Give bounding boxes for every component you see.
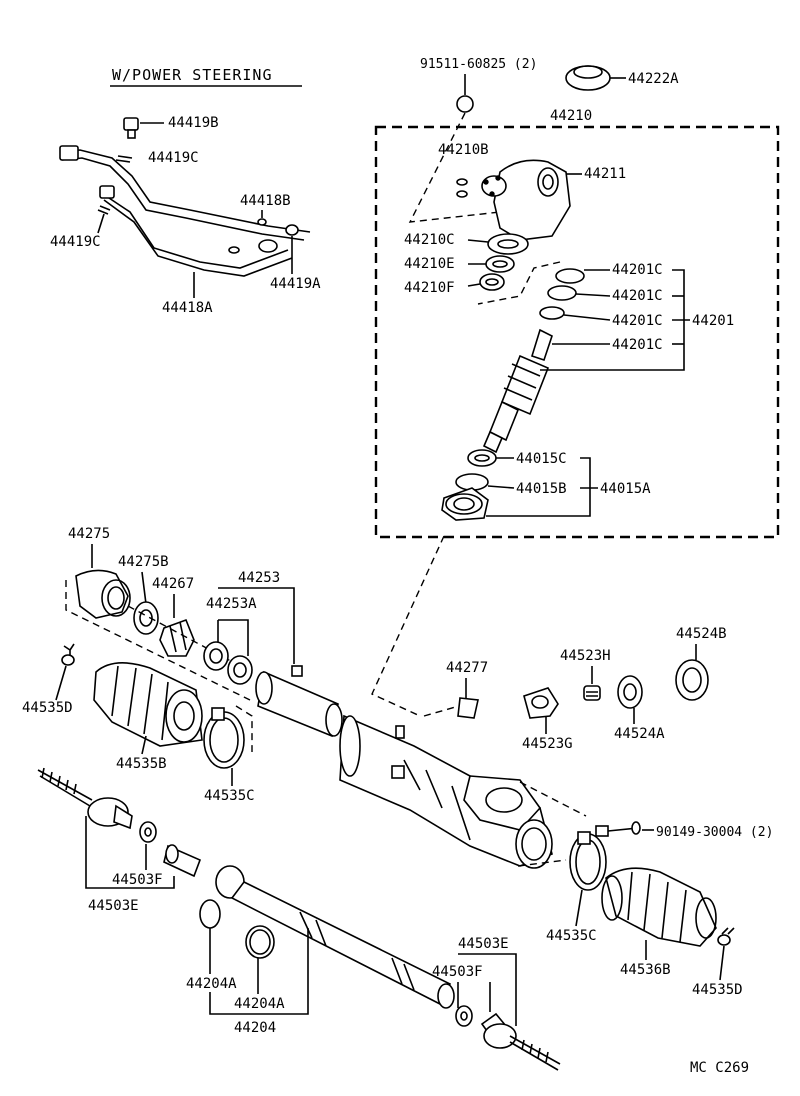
bearing-44210e bbox=[485, 255, 515, 273]
o-ring-44204a-2 bbox=[245, 925, 275, 959]
valve-housing-44211 bbox=[481, 159, 571, 241]
bushing-44275b bbox=[133, 601, 159, 635]
label-44201c-3: 44201C bbox=[612, 313, 663, 329]
seal-44210f bbox=[479, 273, 505, 291]
label-44419a: 44419A bbox=[270, 276, 321, 292]
label-44015a: 44015A bbox=[600, 481, 651, 497]
bolt-44210b bbox=[456, 178, 468, 198]
clip-44535d-right bbox=[717, 927, 735, 946]
steering-gear-housing bbox=[339, 714, 553, 869]
label-44222a: 44222A bbox=[628, 71, 679, 87]
label-44275: 44275 bbox=[68, 526, 110, 542]
label-44210: 44210 bbox=[550, 108, 592, 124]
label-44535d-left: 44535D bbox=[22, 700, 73, 716]
label-44524a: 44524A bbox=[614, 726, 665, 742]
rack-housing-tube-44253 bbox=[255, 665, 343, 738]
label-44523h: 44523H bbox=[560, 648, 611, 664]
label-44210e: 44210E bbox=[404, 256, 455, 272]
label-44204: 44204 bbox=[234, 1020, 276, 1036]
pressure-pipe-assembly bbox=[59, 145, 311, 277]
bolt-90149-30004 bbox=[595, 821, 641, 837]
bush-44267 bbox=[159, 618, 195, 657]
tie-rod-end-44503e-left bbox=[37, 767, 133, 830]
clamp-44535c-right bbox=[569, 831, 607, 891]
label-44015b: 44015B bbox=[516, 481, 567, 497]
gasket-44419c-top bbox=[115, 155, 133, 163]
label-44535d-right: 44535D bbox=[692, 982, 743, 998]
label-44253a: 44253A bbox=[206, 596, 257, 612]
housing-44015a bbox=[441, 487, 489, 521]
union-bolt-44419a bbox=[285, 224, 299, 236]
bearing-44015c bbox=[467, 449, 497, 467]
o-ring-44204a-1 bbox=[199, 899, 221, 929]
oil-seal-44210c bbox=[487, 233, 529, 255]
label-44277: 44277 bbox=[446, 660, 488, 676]
label-44210f: 44210F bbox=[404, 280, 455, 296]
label-44201c-2: 44201C bbox=[612, 288, 663, 304]
spring-cap-44524a bbox=[617, 675, 643, 709]
label-44201c-4: 44201C bbox=[612, 337, 663, 353]
label-44267: 44267 bbox=[152, 576, 194, 592]
label-44210c: 44210C bbox=[404, 232, 455, 248]
label-44211: 44211 bbox=[584, 166, 626, 182]
label-44535b: 44535B bbox=[116, 756, 167, 772]
lock-nut-44503f-left bbox=[139, 821, 157, 843]
spring-44523h bbox=[583, 685, 601, 701]
bolt-marker bbox=[456, 95, 474, 113]
dust-cover-44222a bbox=[565, 65, 611, 91]
label-44204a-2: 44204A bbox=[234, 996, 285, 1012]
union-bolt-44419b bbox=[123, 117, 139, 139]
label-44503e-left: 44503E bbox=[88, 898, 139, 914]
diagram-title: W/POWER STEERING bbox=[112, 66, 273, 84]
bracket-44275 bbox=[75, 569, 131, 619]
lock-nut-44503f-right bbox=[455, 1005, 473, 1027]
label-44210b: 44210B bbox=[438, 142, 489, 158]
label-44418a: 44418A bbox=[162, 300, 213, 316]
label-44535c-right: 44535C bbox=[546, 928, 597, 944]
label-44201: 44201 bbox=[692, 313, 734, 329]
guide-44277 bbox=[457, 697, 479, 719]
lock-nut-44524b bbox=[675, 659, 709, 701]
label-91511-60825: 91511-60825 (2) bbox=[420, 57, 537, 72]
control-valve-shaft-44201 bbox=[482, 328, 553, 454]
label-44536b: 44536B bbox=[620, 962, 671, 978]
label-44201c-1: 44201C bbox=[612, 262, 663, 278]
clip-44535d-left bbox=[61, 643, 75, 666]
clamp-44535c-left bbox=[203, 707, 245, 769]
teflon-rings-44201c bbox=[539, 268, 585, 320]
label-44253: 44253 bbox=[238, 570, 280, 586]
label-44503f-right: 44503F bbox=[432, 964, 483, 980]
label-90149-30004: 90149-30004 (2) bbox=[656, 825, 773, 840]
label-44419c-left: 44419C bbox=[50, 234, 101, 250]
label-44419c-top: 44419C bbox=[148, 150, 199, 166]
label-44015c: 44015C bbox=[516, 451, 567, 467]
rack-guide-44523g bbox=[523, 687, 559, 719]
label-44275b: 44275B bbox=[118, 554, 169, 570]
label-44535c-left: 44535C bbox=[204, 788, 255, 804]
label-44418b: 44418B bbox=[240, 193, 291, 209]
tie-rod-end-44503e-right bbox=[480, 1012, 561, 1071]
control-valve-assembly-box bbox=[374, 125, 780, 539]
label-44204a-1: 44204A bbox=[186, 976, 237, 992]
oil-seal-44253a bbox=[203, 641, 253, 685]
label-44419b: 44419B bbox=[168, 115, 219, 131]
label-44524b: 44524B bbox=[676, 626, 727, 642]
label-44503f-left: 44503F bbox=[112, 872, 163, 888]
clip-44418b bbox=[257, 218, 267, 226]
diagram-code: MC C269 bbox=[690, 1060, 749, 1076]
boot-44535b bbox=[93, 662, 203, 747]
gasket-44419c-left bbox=[97, 205, 111, 215]
label-44503e-right: 44503E bbox=[458, 936, 509, 952]
boot-44536b bbox=[601, 867, 717, 947]
steering-rack-44204 bbox=[163, 844, 455, 1009]
label-44523g: 44523G bbox=[522, 736, 573, 752]
